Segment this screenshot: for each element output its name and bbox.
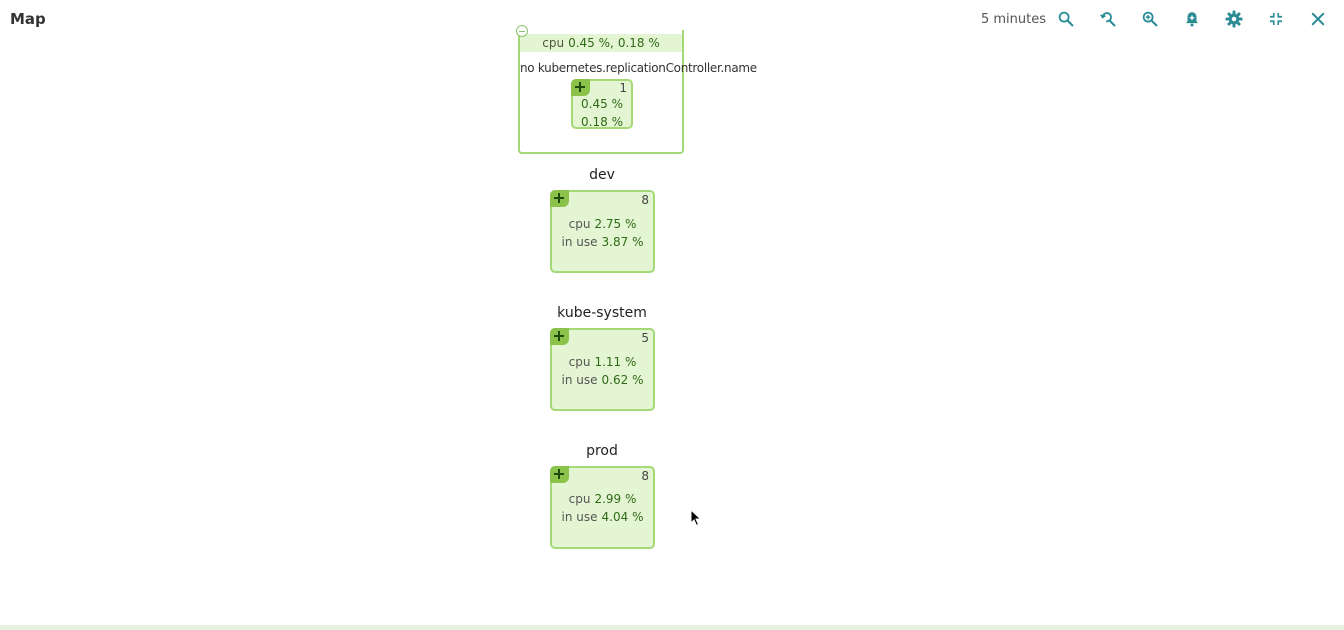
mouse-cursor-icon [690, 509, 702, 527]
rc-node[interactable]: 1 0.45 % 0.18 % [571, 79, 633, 129]
add-alert-button[interactable] [1180, 7, 1204, 31]
mem-value: 0.18 % [617, 36, 660, 50]
expand-plus-icon[interactable] [550, 190, 569, 207]
collapse-group-icon[interactable] [516, 25, 528, 37]
settings-icon [1225, 10, 1243, 28]
replication-controller-label: no kubernetes.replicationController.name [520, 61, 757, 75]
cpu-label: cpu [568, 217, 591, 231]
namespace-label-dev: dev [589, 167, 615, 183]
zoom-reset-icon [1100, 12, 1116, 27]
cpu-label: cpu [568, 492, 591, 506]
close-button[interactable] [1306, 7, 1330, 31]
close-icon [1311, 12, 1325, 26]
namespace-label-kube-system: kube-system [557, 305, 647, 321]
time-range-selector[interactable]: 5 minutes [980, 11, 1046, 27]
mem-value: 0.62 % [601, 373, 644, 387]
node-mem-value: 0.18 % [581, 115, 623, 129]
mem-value: 3.87 % [601, 235, 644, 249]
expand-plus-icon[interactable] [571, 79, 590, 96]
cpu-label: cpu [568, 355, 591, 369]
node-count: 8 [641, 469, 649, 483]
node-count: 8 [641, 193, 649, 207]
add-alert-icon [1186, 12, 1198, 27]
mem-label: in use [561, 235, 598, 249]
page-title: Map [10, 10, 46, 28]
cpu-value: 0.45 %, [568, 36, 614, 50]
toolbar: 5 minutes [981, 7, 1330, 31]
expand-plus-icon[interactable] [550, 328, 569, 345]
map-header: Map 5 minutes [0, 0, 1344, 38]
cpu-value: 2.75 % [594, 217, 637, 231]
search-icon [1058, 11, 1074, 27]
cpu-value: 2.99 % [594, 492, 637, 506]
cpu-label: cpu [542, 36, 565, 50]
collapse-button[interactable] [1264, 7, 1288, 31]
search-button[interactable] [1054, 7, 1078, 31]
zoom-in-icon [1142, 11, 1158, 27]
group-metrics: cpu 0.45 %, 0.18 % [520, 34, 682, 52]
mem-label: in use [561, 510, 598, 524]
expand-plus-icon[interactable] [550, 466, 569, 483]
zoom-reset-button[interactable] [1096, 7, 1120, 31]
namespace-label-prod: prod [586, 443, 618, 459]
bottom-scrollbar[interactable] [0, 625, 1344, 630]
collapse-icon [1270, 13, 1282, 25]
mem-label: in use [561, 373, 598, 387]
node-count: 1 [619, 81, 627, 95]
zoom-in-button[interactable] [1138, 7, 1162, 31]
cpu-value: 1.11 % [594, 355, 637, 369]
settings-button[interactable] [1222, 7, 1246, 31]
mem-value: 4.04 % [601, 510, 644, 524]
node-count: 5 [641, 331, 649, 345]
node-cpu-value: 0.45 % [581, 97, 623, 111]
